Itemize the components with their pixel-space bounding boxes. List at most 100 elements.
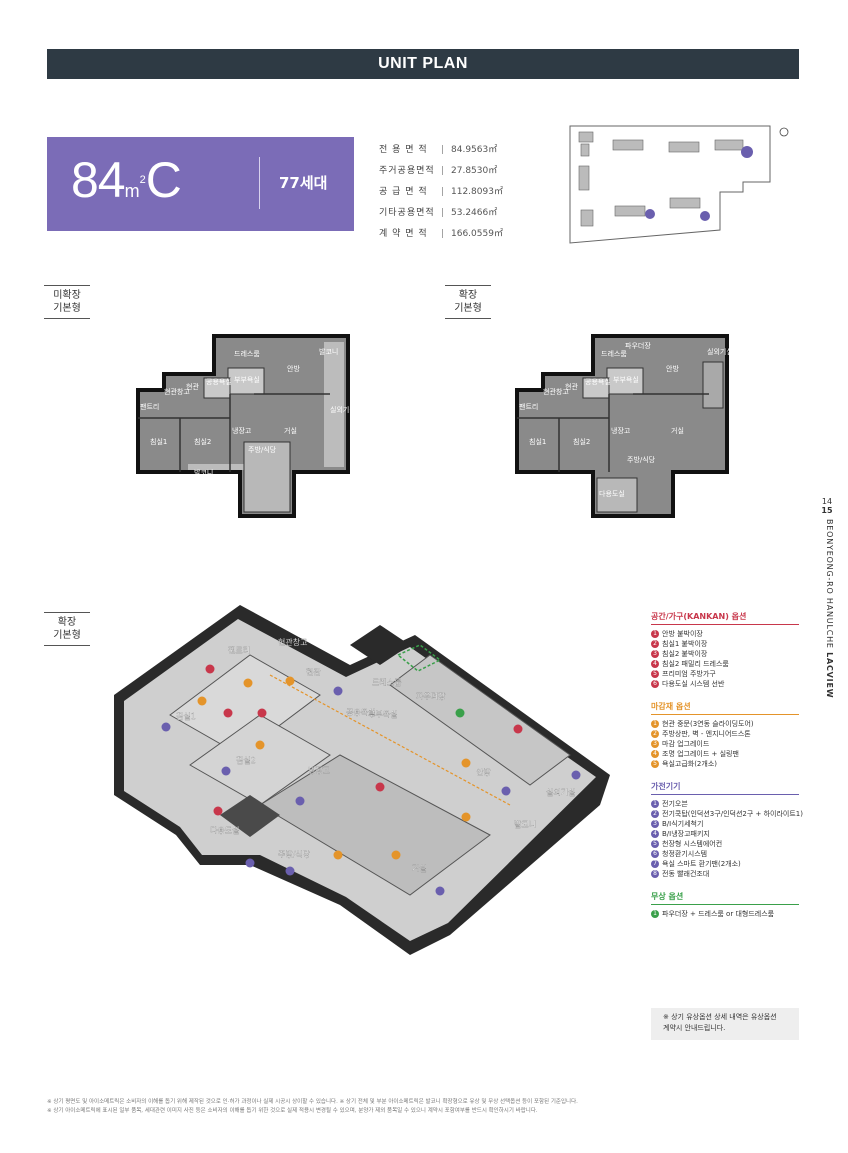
iso-label: 냉장고 — [308, 765, 330, 775]
option-group-title: 무상 옵션 — [651, 891, 799, 905]
iso-label: 팬트리 — [228, 646, 250, 655]
plan-label: 공용욕실 — [585, 377, 611, 386]
iso-label: 발코니 — [514, 819, 536, 829]
plan-label: 주방/식당 — [248, 445, 277, 454]
option-number-badge: 8 — [651, 870, 659, 878]
iso-label: 다용도실 — [210, 825, 239, 835]
iso-label: 현관 — [306, 667, 321, 677]
side-brand: BEONYEONG-RO HANULCHE LACVIEW — [825, 519, 834, 698]
area-value: 112.8093㎡ — [451, 187, 503, 197]
note-line: 계약시 안내드립니다. — [663, 1024, 726, 1032]
option-label: 욕실고급화(2개소) — [662, 760, 717, 768]
area-row: 기타공용면적 | 53.2466㎡ — [379, 203, 509, 224]
page-title: UNIT PLAN — [378, 55, 468, 72]
area-table: 전 용 면 적|84.9563㎡ 주거공용면적|27.8530㎡ 공 급 면 적… — [379, 140, 509, 245]
tag-extended-basic: 확장 기본형 — [445, 285, 491, 319]
option-number-badge: 3 — [651, 650, 659, 658]
option-label: 천장형 시스템에어컨 — [662, 840, 723, 848]
option-number-badge: 5 — [651, 670, 659, 678]
unit-suffix: m — [124, 181, 140, 201]
area-row: 계 약 면 적|166.0559㎡ — [379, 224, 509, 245]
plan-label: 안방 — [287, 364, 300, 373]
tag-line: 확장 — [458, 290, 478, 301]
area-sep: | — [441, 208, 445, 218]
iso-label: 현관창고 — [278, 637, 307, 647]
option-number-badge: 4 — [651, 830, 659, 838]
option-label: B/I냉장고패키지 — [662, 830, 710, 838]
floor-plan-unextended: 드레스룸 발코니 현관 현관창고 팬트리 공용욕실 부부욕실 안방 침실1 침실… — [136, 334, 354, 518]
option-number-badge: 3 — [651, 820, 659, 828]
plan-label: 침실1 — [529, 437, 546, 446]
plan-label: 현관 — [186, 382, 199, 391]
option-number-badge: 1 — [651, 910, 659, 918]
plan-label: 거실 — [284, 426, 297, 435]
option-label: 침실1 붙박이장 — [662, 640, 708, 648]
area-value: 27.8530㎡ — [451, 166, 498, 176]
option-number-badge: 1 — [651, 720, 659, 728]
option-number-badge: 5 — [651, 840, 659, 848]
plan-label: 부부욕실 — [234, 375, 260, 384]
plan-label: 안방 — [666, 364, 679, 373]
area-label: 전 용 면 적 — [379, 145, 428, 155]
area-value: 53.2466㎡ — [451, 208, 498, 218]
plan-label: 냉장고 — [232, 426, 252, 435]
option-number-badge: 5 — [651, 760, 659, 768]
option-number-badge: 6 — [651, 850, 659, 858]
plan-label: 부부욕실 — [613, 375, 639, 384]
plan-label: 침실2 — [573, 437, 590, 446]
option-number-badge: 6 — [651, 680, 659, 688]
option-label: 프리미엄 주방가구 — [662, 670, 716, 678]
tag-line: 기본형 — [454, 303, 482, 314]
plan-label: 실외기실 — [707, 347, 733, 356]
plan-label: 현관창고 — [164, 387, 190, 396]
iso-label: 거실 — [412, 863, 427, 873]
area-sep: | — [441, 166, 445, 176]
option-group-title: 마감재 옵션 — [651, 701, 799, 715]
plan-label: 파우더장 — [625, 341, 651, 350]
option-group-title: 공간/가구(KANKAN) 옵션 — [651, 611, 799, 625]
household-count: 77세대 — [279, 174, 328, 192]
tag-iso-extended: 확장 기본형 — [44, 612, 90, 646]
footnotes: ※ 상기 평면도 및 아이소메트릭은 소비자의 이해를 돕기 위해 제작된 것으… — [47, 1098, 807, 1116]
iso-label: 침실2 — [236, 755, 256, 765]
unit-type-box: 84m2C 77세대 — [47, 137, 354, 231]
option-number-badge: 4 — [651, 750, 659, 758]
unit-type-label: 84m2C — [71, 151, 182, 209]
option-label: 청정환기시스템 — [662, 850, 708, 858]
area-value: 84.9563㎡ — [451, 145, 498, 155]
option-label: 전기쿡탑(인덕션3구/인덕션2구 + 하이라이트1) — [662, 810, 803, 818]
site-key-map — [569, 125, 789, 244]
option-label: 욕실 스마트 환기팬(2개소) — [662, 860, 741, 868]
option-label: 주방상판, 벽 - 엔지니어드스톤 — [662, 730, 751, 738]
option-number-badge: 2 — [651, 640, 659, 648]
option-label: 마감 업그레이드 — [662, 740, 710, 748]
plan-label: 침실2 — [194, 437, 211, 446]
iso-label: 안방 — [476, 767, 491, 777]
plan-label: 드레스룸 — [234, 349, 260, 358]
area-label: 기타공용면적 — [379, 208, 435, 218]
area-row: 전 용 면 적|84.9563㎡ — [379, 140, 509, 161]
area-label: 주거공용면적 — [379, 166, 435, 176]
area-sep: | — [441, 187, 445, 197]
option-number-badge: 2 — [651, 730, 659, 738]
option-label: 침실2 붙박이장 — [662, 650, 708, 658]
unit-number: 84 — [71, 152, 126, 208]
option-label: 현관 중문(3연동 슬라이딩도어) — [662, 720, 754, 728]
page-number-bottom: 15 — [821, 506, 833, 515]
plan-label: 팬트리 — [140, 402, 159, 411]
option-number-badge: 2 — [651, 810, 659, 818]
option-number-badge: 1 — [651, 800, 659, 808]
iso-label: 공용욕실 — [346, 707, 375, 717]
option-label: 파우더장 + 드레스룸 or 대형드레스룸 — [662, 910, 775, 918]
